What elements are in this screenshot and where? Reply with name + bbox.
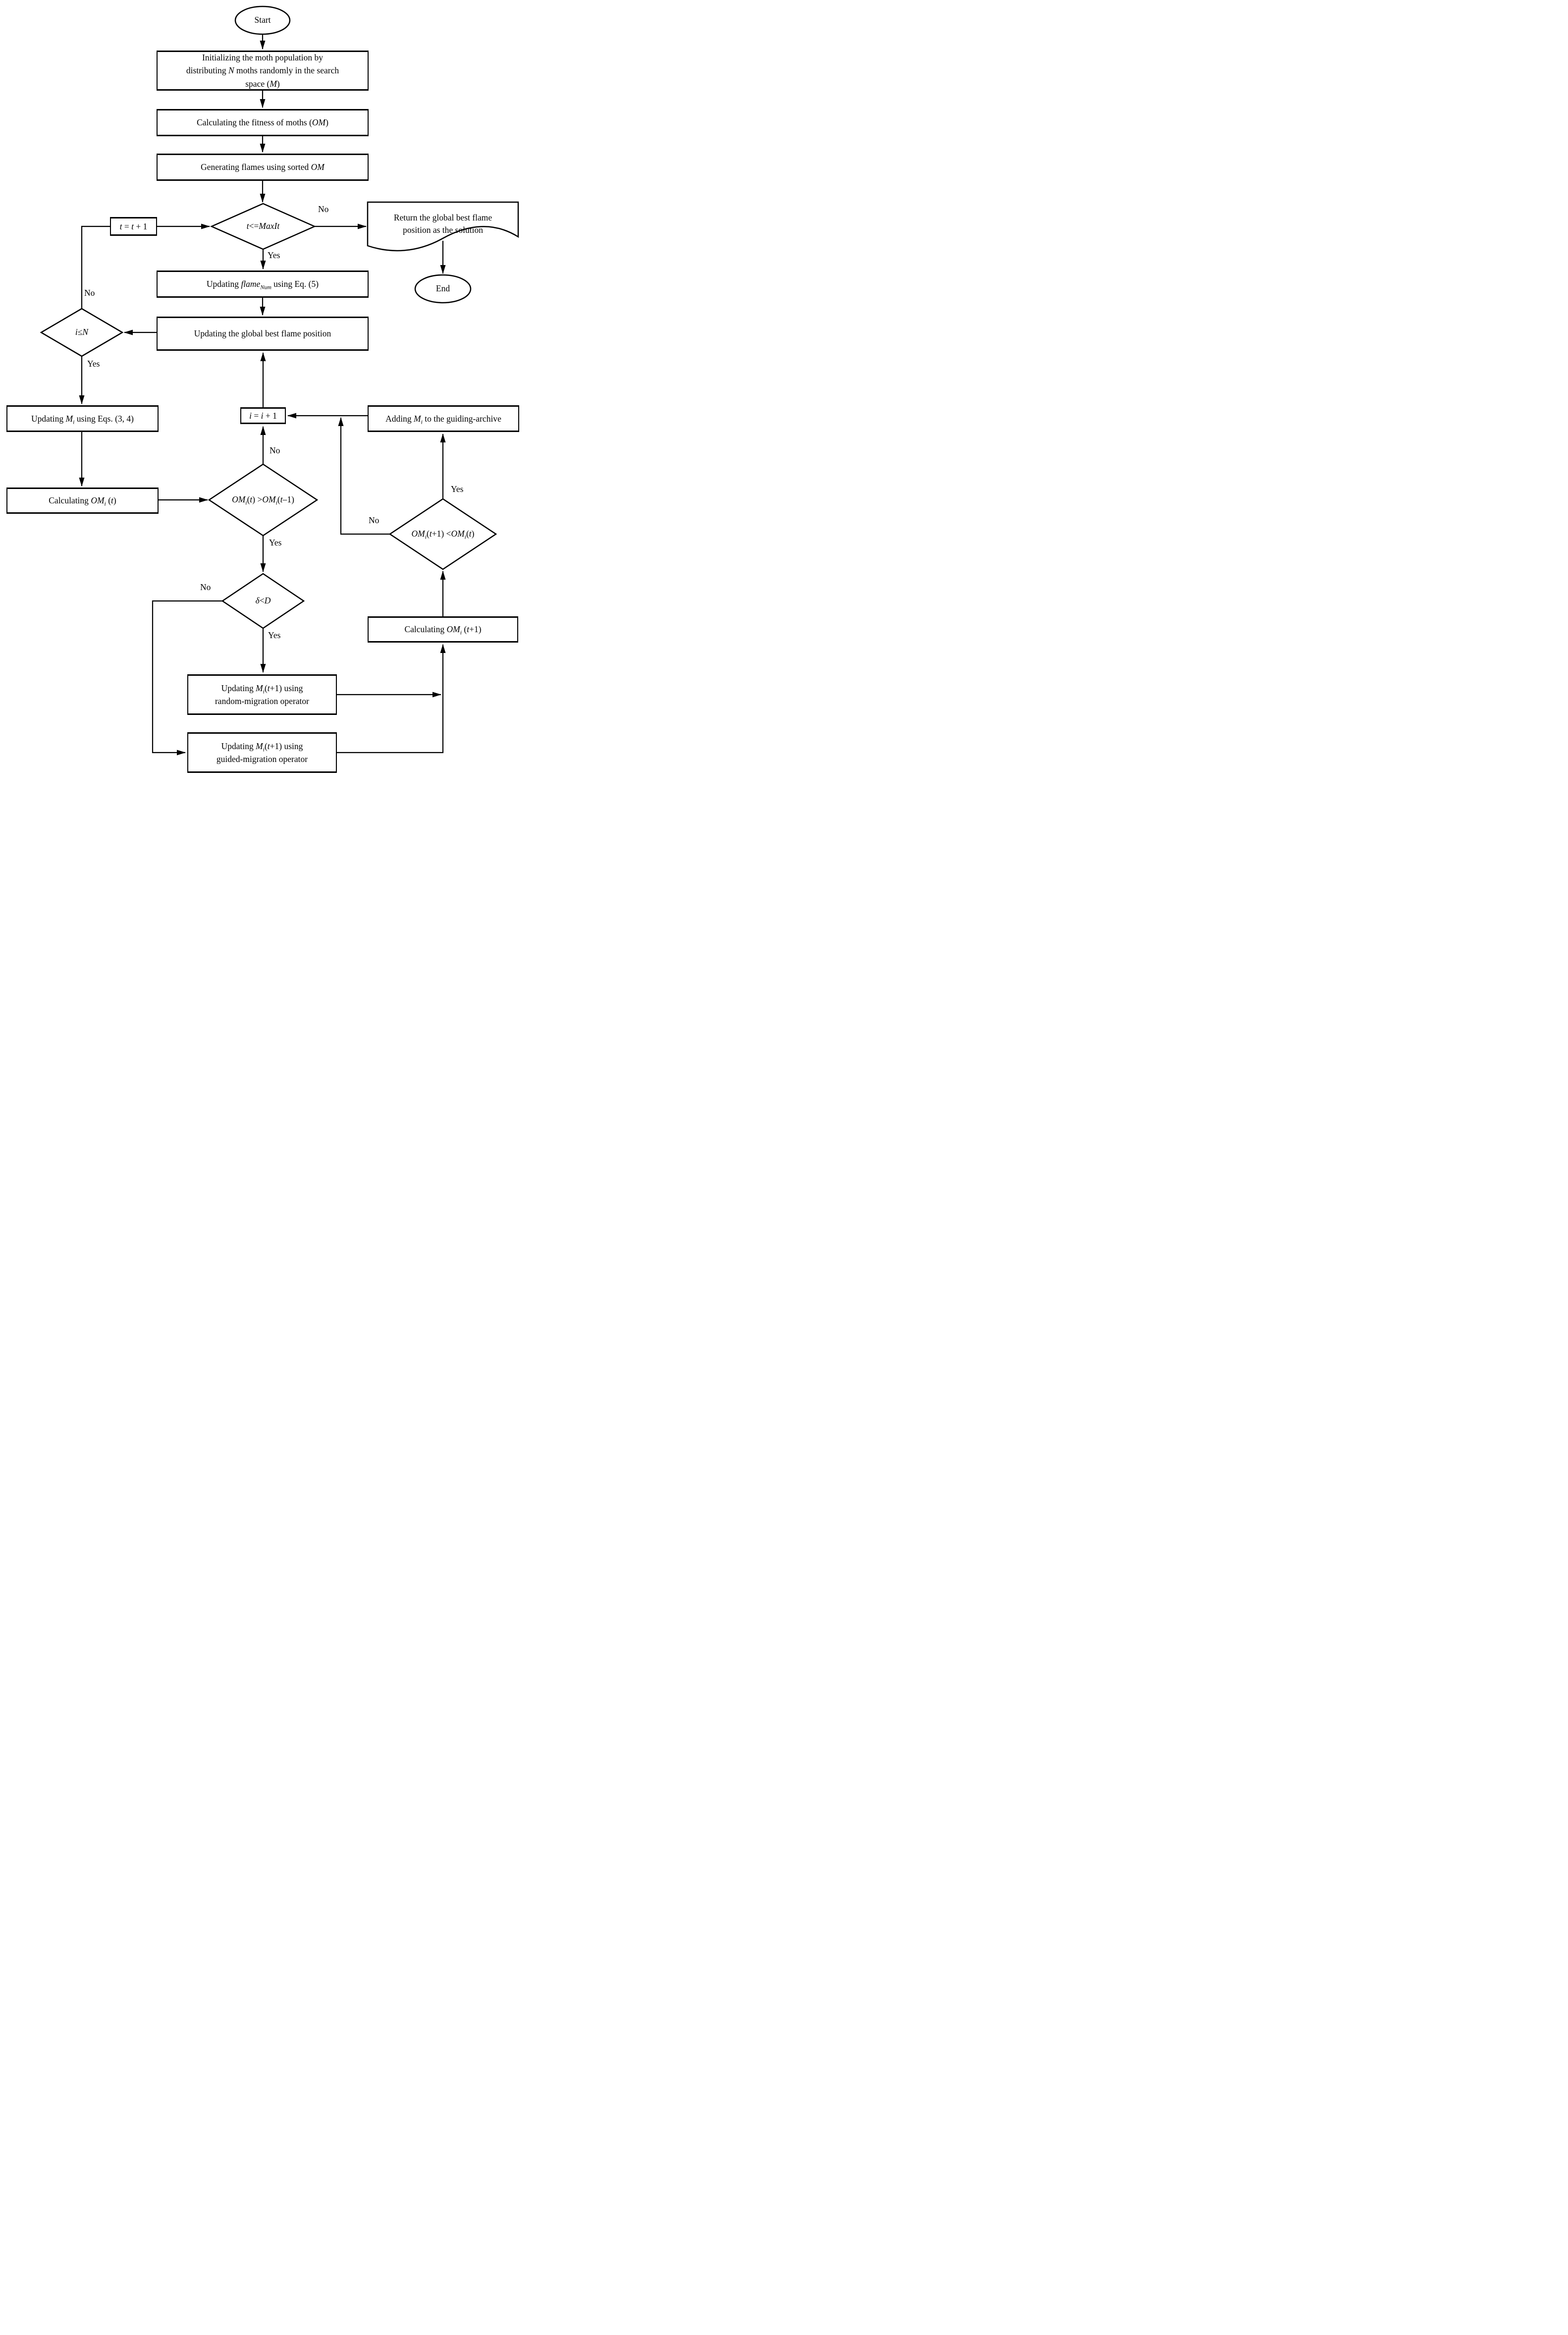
end-terminator-shape — [414, 274, 472, 304]
node-label: t = t + 1 — [119, 221, 148, 231]
i-le-n-decision-shape — [40, 308, 124, 357]
node-label: Updating the global best flame position — [194, 328, 331, 339]
node-label: Calculating OMi (t+1) — [404, 624, 482, 636]
fitness-process-box: Calculating the fitness of moths (OM) — [157, 109, 369, 136]
node-label: Calculating the fitness of moths (OM) — [197, 117, 328, 128]
start-terminator-label: Start — [254, 15, 271, 25]
maxit-decision-shape — [210, 203, 317, 250]
edge-label-i-le-n-no: No — [84, 288, 95, 298]
diagram-layer — [40, 5, 519, 756]
edge-omnext-no-to-junction — [338, 417, 390, 535]
om-next-decision-shape — [388, 498, 497, 570]
t-increment-box: t = t + 1 — [110, 217, 157, 236]
edge-delta-no-to-guided — [152, 600, 222, 756]
maxit-decision-label: t <= MaxIt — [246, 221, 280, 231]
delta-decision-shape — [221, 573, 305, 629]
node-label: Adding Mi to the guiding-archive — [385, 413, 501, 426]
i-increment-box: i = i + 1 — [240, 407, 286, 424]
om-improve-decision-label: OMi(t) > OMi(t–1) — [232, 494, 294, 506]
edge-ilen-no-to-tinc — [81, 225, 110, 309]
flame-num-process-box: Updating flameNum using Eq. (5) — [157, 271, 369, 298]
calc-om-t1-process-box: Calculating OMi (t+1) — [368, 616, 518, 643]
return-document-shape — [367, 201, 519, 252]
om-next-decision-label: OMi(t+1) < OMi(t) — [411, 529, 475, 541]
node-label: Generating flames using sorted OM — [201, 162, 324, 172]
edge-label-om-improve-no: No — [270, 445, 280, 455]
edge-label-i-le-n-yes: Yes — [87, 359, 100, 369]
node-label: Updating Mi using Eqs. (3, 4) — [31, 413, 134, 426]
start-terminator-shape — [234, 5, 291, 35]
edge-label-om-next-yes: Yes — [451, 484, 464, 494]
edge-label-delta-yes: Yes — [268, 630, 281, 640]
edge-guided-to-calcom1 — [337, 644, 446, 754]
end-terminator-label: End — [435, 283, 450, 294]
update-mi-process-box: Updating Mi using Eqs. (3, 4) — [6, 405, 159, 432]
edge-label-om-next-no: No — [369, 515, 379, 525]
node-label: Calculating OMi (t) — [49, 495, 116, 507]
edge-label-maxit-yes: Yes — [268, 250, 280, 260]
edge-label-om-improve-yes: Yes — [269, 538, 282, 547]
om-improve-decision-shape — [208, 463, 319, 537]
calc-om-t-process-box: Calculating OMi (t) — [6, 488, 159, 514]
node-label: i = i + 1 — [249, 410, 277, 421]
flames-process-box: Generating flames using sorted OM — [157, 154, 369, 181]
delta-decision-label: δ < D — [255, 596, 271, 606]
edge-label-maxit-no: No — [318, 204, 329, 214]
adding-archive-process-box: Adding Mi to the guiding-archive — [368, 405, 519, 432]
i-le-n-decision-label: i ≤ N — [75, 327, 89, 337]
edge-label-delta-no: No — [200, 582, 211, 592]
global-best-process-box: Updating the global best flame position — [157, 317, 369, 351]
node-label: Updating flameNum using Eq. (5) — [206, 279, 319, 291]
